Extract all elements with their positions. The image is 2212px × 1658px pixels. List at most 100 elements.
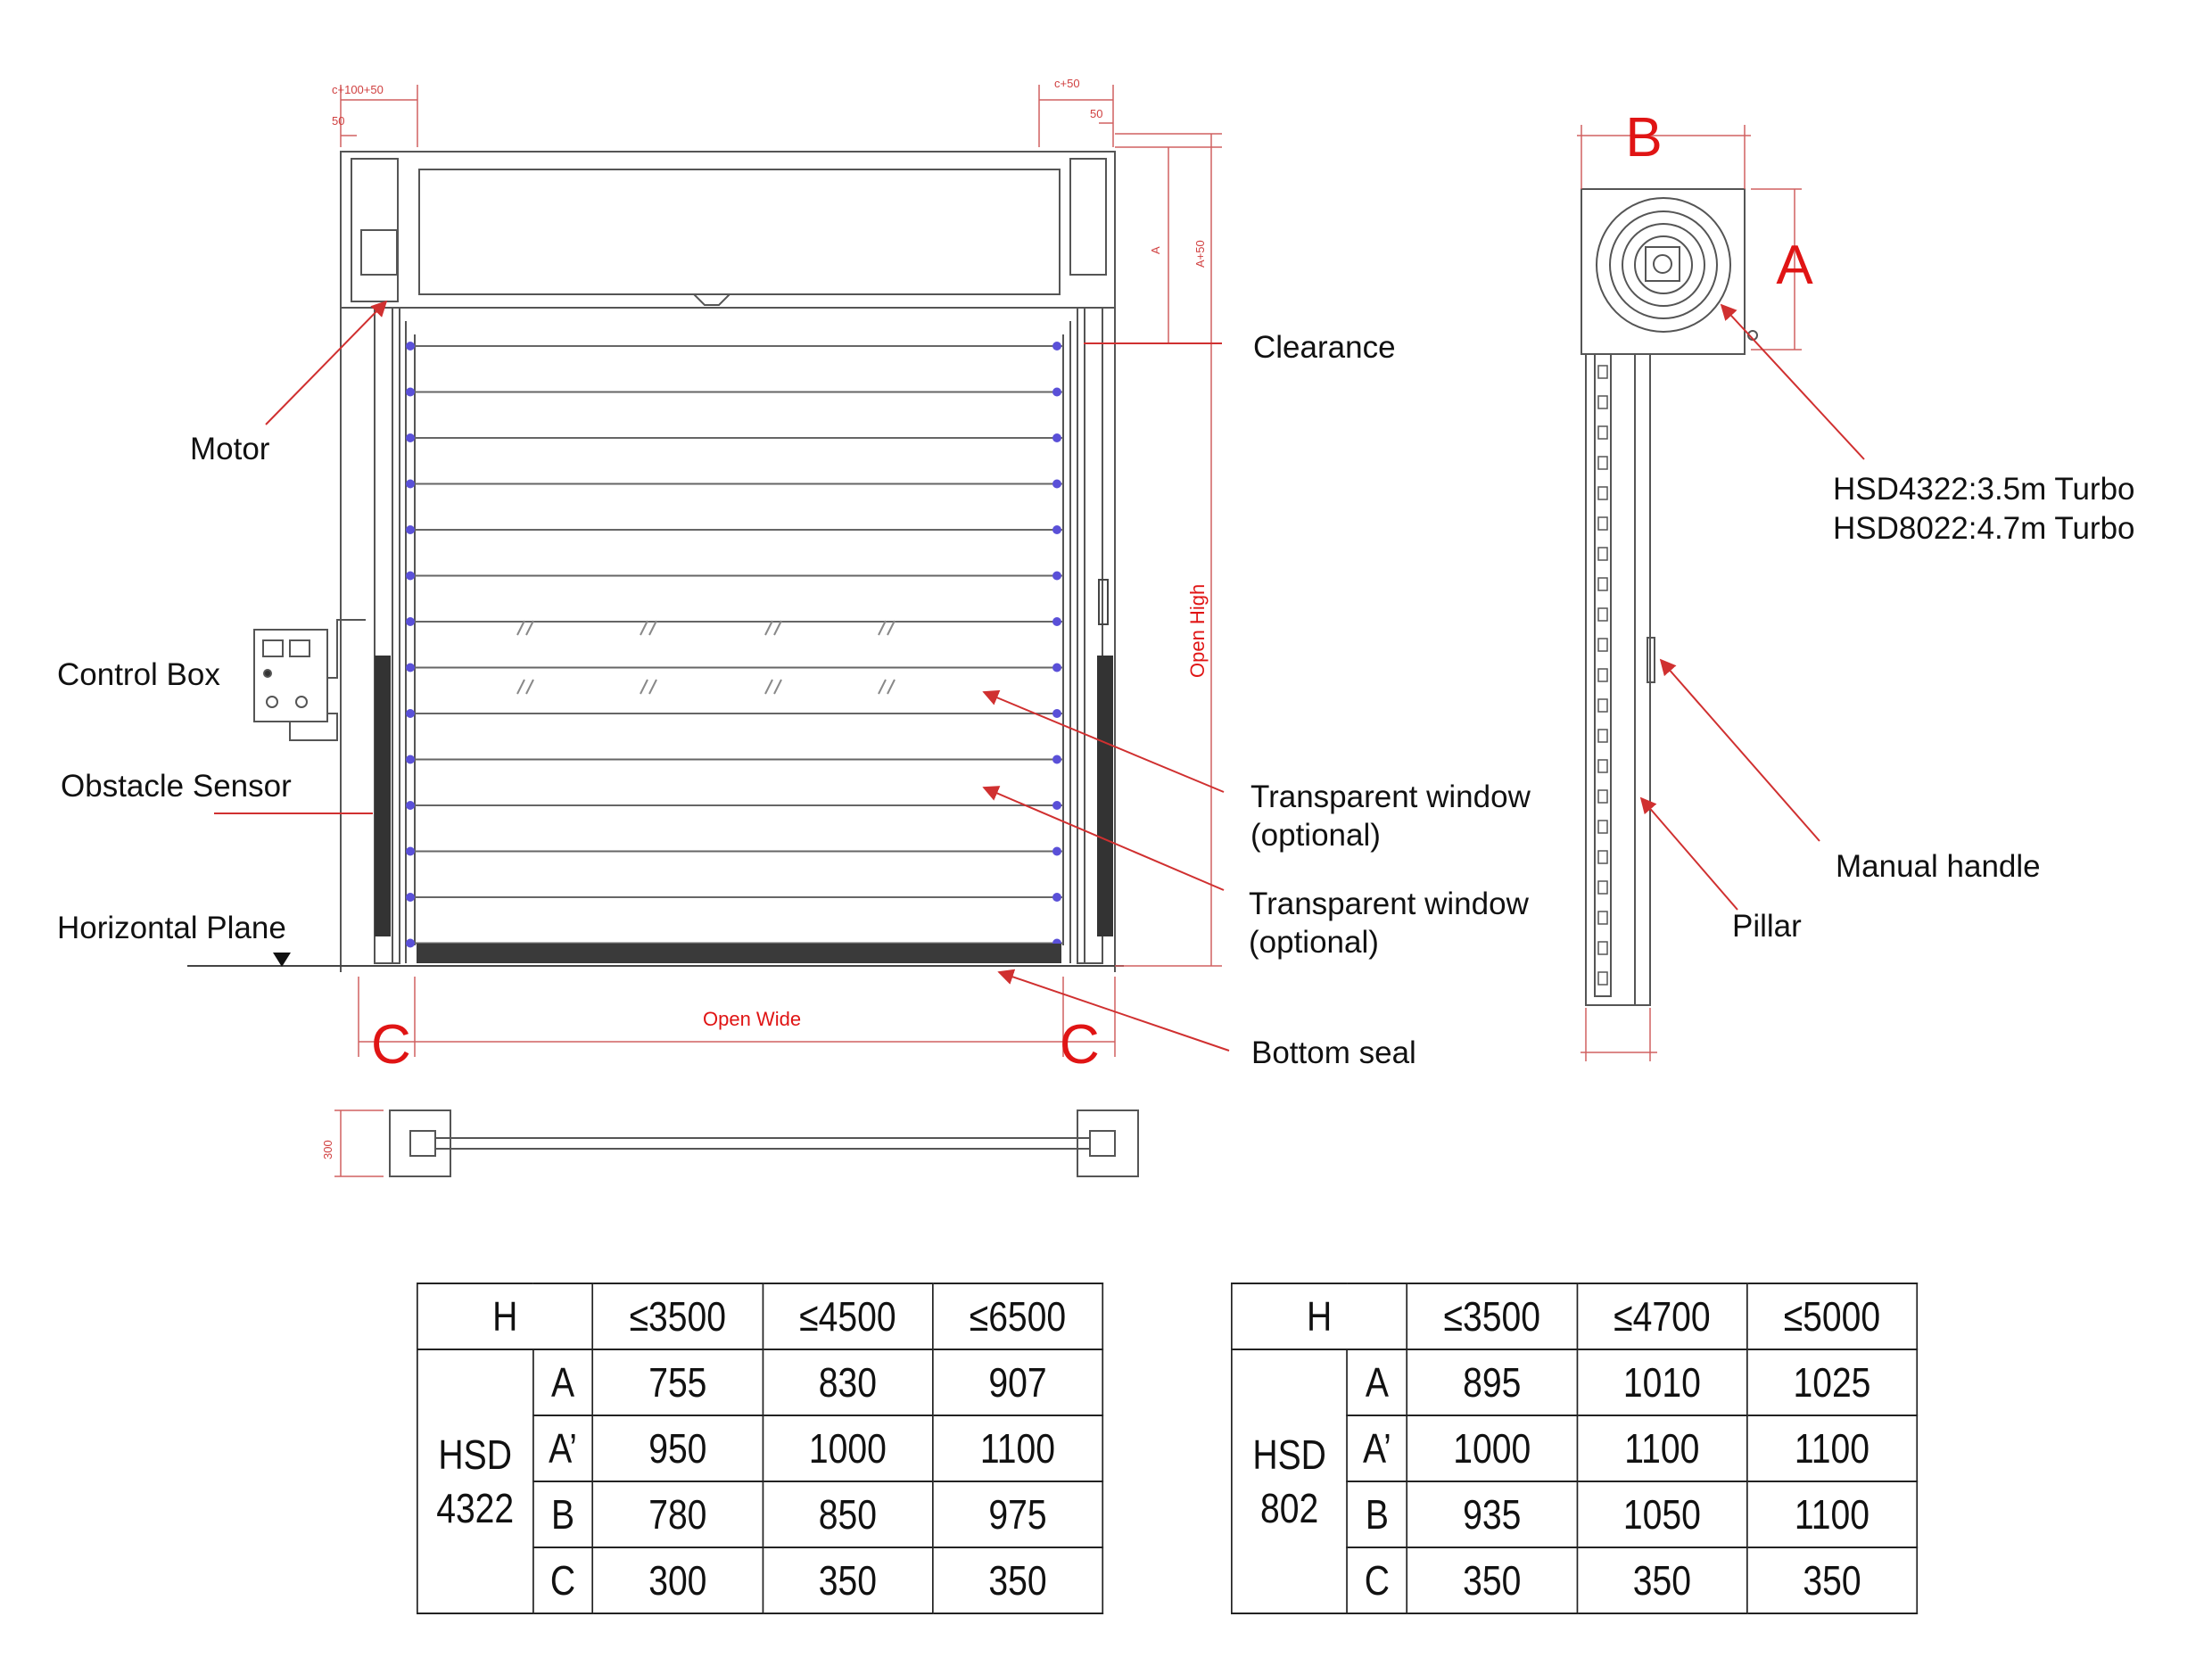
- roller: [1052, 433, 1061, 442]
- roller: [1052, 342, 1061, 351]
- table-row: C 350 350 350: [1232, 1547, 1919, 1614]
- chain-link: [1597, 789, 1608, 804]
- cell: 350: [931, 1547, 1104, 1614]
- top-dimensions: [340, 85, 1222, 967]
- roller: [1052, 571, 1061, 581]
- cell: 350: [1406, 1547, 1578, 1614]
- motor-leader: [265, 300, 388, 425]
- dim-c-right: C: [1060, 1014, 1100, 1076]
- roller: [1052, 387, 1061, 397]
- cell: 1050: [1576, 1481, 1748, 1548]
- table-row: B 780 850 975: [417, 1481, 1104, 1548]
- roller: [1052, 709, 1061, 718]
- roller: [406, 571, 415, 581]
- roller: [406, 893, 415, 902]
- roller: [1052, 525, 1061, 534]
- roller: [1052, 893, 1061, 902]
- window-marks: [516, 620, 896, 695]
- side-view-chain: [1597, 365, 1608, 986]
- handle-leader: [1659, 658, 1820, 842]
- roller: [406, 755, 415, 764]
- transparent-window-label-1: Transparent window: [1250, 780, 1531, 814]
- dim-b: B: [1625, 107, 1662, 169]
- chain-link: [1597, 911, 1608, 925]
- cell: 1000: [762, 1415, 934, 1482]
- header-h: H: [416, 1283, 594, 1350]
- header-box: [340, 151, 1116, 309]
- control-box-label: Control Box: [57, 657, 220, 692]
- dim-top-left-50: 50: [332, 114, 344, 128]
- chain-link: [1597, 971, 1608, 986]
- model-line-2: 4322: [436, 1485, 515, 1531]
- chain-link: [1597, 607, 1608, 622]
- door-slats: [415, 345, 1063, 944]
- right-pillar: [1077, 307, 1103, 964]
- row-key: B: [1346, 1481, 1408, 1548]
- roller: [1052, 479, 1061, 489]
- bottom-seal: [417, 944, 1061, 963]
- motor-label: Motor: [190, 432, 270, 466]
- chain-link: [1597, 425, 1608, 440]
- chain-link: [1597, 395, 1608, 409]
- row-key: A: [1346, 1349, 1408, 1416]
- horizontal-plane-marker: [273, 953, 291, 967]
- row-key: A’: [532, 1415, 594, 1482]
- model-line-1: HSD: [1252, 1431, 1326, 1478]
- roller: [1052, 755, 1061, 764]
- cell: 300: [591, 1547, 763, 1614]
- chain-link: [1597, 729, 1608, 743]
- cell: 1100: [1576, 1415, 1748, 1482]
- chain-link: [1597, 820, 1608, 834]
- rollers-right: [1052, 342, 1061, 948]
- header-col-1: ≤3500: [1406, 1283, 1578, 1350]
- dim-a-small: A: [1149, 246, 1162, 254]
- left-spring: [375, 656, 391, 936]
- obstacle-sensor-label: Obstacle Sensor: [61, 769, 292, 804]
- window1-leader: [982, 689, 1225, 793]
- chain-link: [1597, 486, 1608, 500]
- plan-view: [334, 1109, 1139, 1177]
- cell: 780: [591, 1481, 763, 1548]
- header-col-3: ≤5000: [1746, 1283, 1919, 1350]
- cell: 1100: [1746, 1481, 1919, 1548]
- pillar-label: Pillar: [1732, 909, 1802, 944]
- chain-link: [1597, 880, 1608, 895]
- transparent-window-optional-1: (optional): [1250, 818, 1381, 853]
- header-col-2: ≤4500: [762, 1283, 934, 1350]
- row-key: C: [532, 1547, 594, 1614]
- horizontal-plane-label: Horizontal Plane: [57, 911, 286, 945]
- clearance-label: Clearance: [1253, 330, 1396, 365]
- cell: 1100: [1746, 1415, 1919, 1482]
- motor-body: [360, 229, 398, 276]
- chain-link: [1597, 668, 1608, 682]
- table-row: C 300 350 350: [417, 1547, 1104, 1614]
- front-view: [340, 151, 1116, 972]
- chain-link: [1597, 941, 1608, 955]
- table-row: A’ 1000 1100 1100: [1232, 1415, 1919, 1482]
- header-window: [418, 169, 1061, 295]
- chain-link: [1597, 577, 1608, 591]
- dim-top-left: c+100+50: [332, 83, 384, 96]
- cell: 830: [762, 1349, 934, 1416]
- dim-a: A: [1776, 235, 1813, 296]
- window2-leader: [982, 786, 1225, 891]
- open-wide-label: Open Wide: [703, 1008, 801, 1030]
- dim-a-plus: A+50: [1193, 240, 1207, 268]
- turbo-label-2: HSD8022:4.7m Turbo: [1833, 511, 2135, 546]
- turbo-leader: [1720, 303, 1865, 460]
- bottom-seal-leader: [997, 969, 1230, 1052]
- header-latch: [691, 293, 732, 306]
- chain-link: [1597, 365, 1608, 379]
- side-dimensions: [1577, 125, 1802, 1061]
- roller: [406, 433, 415, 442]
- right-spring: [1097, 579, 1113, 936]
- roller: [406, 387, 415, 397]
- chain-link: [1597, 456, 1608, 470]
- bottom-seal-label: Bottom seal: [1251, 1035, 1416, 1070]
- roller: [406, 801, 415, 810]
- leader-lines: [214, 300, 1865, 1052]
